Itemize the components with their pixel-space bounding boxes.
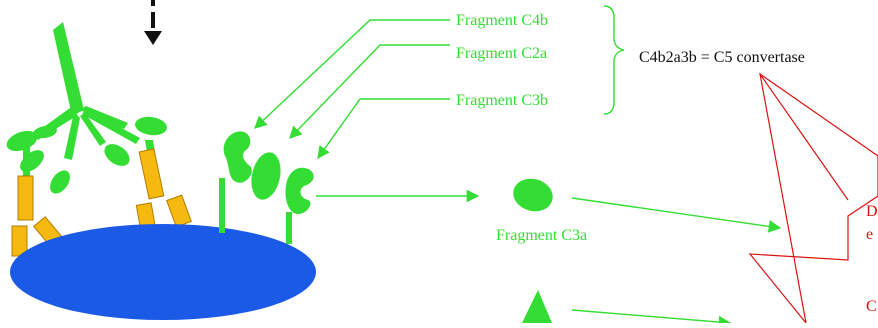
fragment-brace	[603, 5, 625, 115]
fragment-c2a-shape	[251, 152, 281, 200]
label-c5-convertase: C4b2a3b = C5 convertase	[639, 49, 805, 66]
fragment-c3b-shape	[285, 167, 314, 244]
fragment-pointer-arrows	[254, 19, 450, 160]
label-fragment-c3a: Fragment C3a	[496, 227, 587, 244]
label-red-d: D	[866, 203, 878, 220]
antibody	[6, 22, 167, 194]
label-fragment-c4b: Fragment C4b	[456, 12, 548, 29]
fragment-c4b-shape	[219, 131, 252, 233]
arrow-down-icon	[144, 0, 162, 45]
label-fragment-c2a: Fragment C2a	[456, 45, 547, 62]
label-red-c: C	[866, 298, 877, 315]
lower-effect-arrow	[571, 309, 732, 328]
label-red-e: e	[866, 226, 873, 243]
fragment-c3a-shape	[513, 178, 553, 212]
triangle-fragment-shape	[522, 290, 552, 323]
c3a-effect-arrow	[571, 197, 782, 233]
label-fragment-c3b: Fragment C3b	[456, 92, 548, 109]
cell-membrane	[10, 224, 316, 320]
callout-pointer	[759, 73, 849, 201]
convertase-callout	[748, 72, 878, 324]
